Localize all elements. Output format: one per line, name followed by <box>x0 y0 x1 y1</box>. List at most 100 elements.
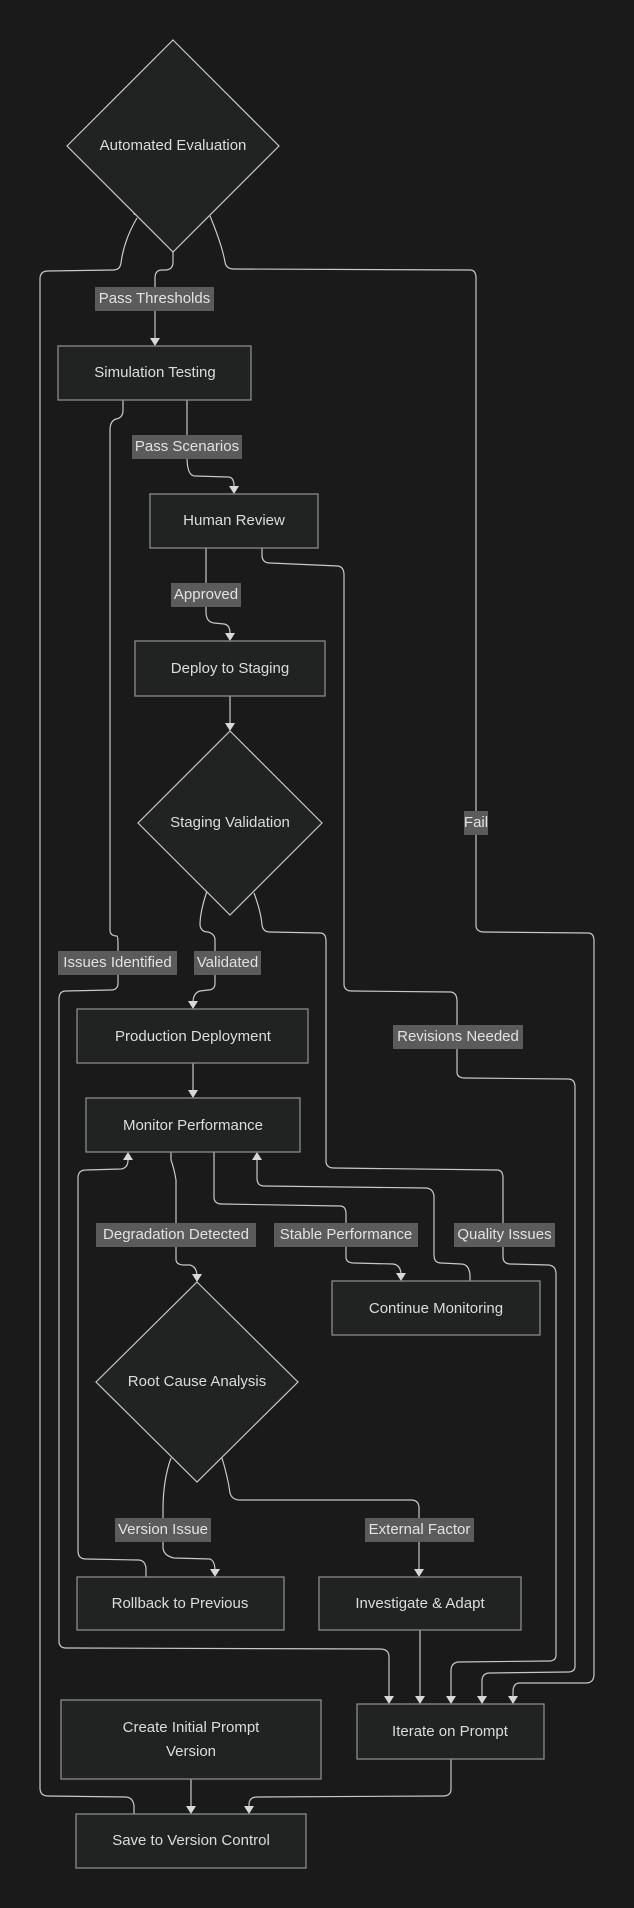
edge-approved <box>205 548 231 635</box>
decision-diamond <box>95 1281 299 1483</box>
node-human-review[interactable]: Human Review <box>149 493 319 549</box>
label-text: Stable Performance <box>280 1226 413 1243</box>
label-text: Quality Issues <box>457 1226 551 1243</box>
process-box <box>60 1699 322 1780</box>
process-box <box>149 493 319 549</box>
edge-save-to-auto-eval <box>39 217 138 1814</box>
arrowhead <box>252 1152 262 1160</box>
label-background <box>96 1223 256 1247</box>
label-background <box>194 951 261 975</box>
nodes-layer: Automated Evaluation Simulation Testing … <box>57 39 545 1869</box>
node-rollback-to-previous[interactable]: Rollback to Previous <box>76 1576 285 1631</box>
node-deploy-to-staging[interactable]: Deploy to Staging <box>134 640 326 697</box>
edge-label-degradation-detected: Degradation Detected <box>96 1223 256 1247</box>
arrowhead <box>188 1001 198 1009</box>
node-label: Root Cause Analysis <box>128 1373 266 1390</box>
decision-diamond <box>66 39 280 253</box>
node-production-deployment[interactable]: Production Deployment <box>76 1008 309 1064</box>
label-text: Degradation Detected <box>103 1226 249 1243</box>
process-box <box>331 1280 541 1336</box>
arrowhead <box>415 1696 425 1704</box>
arrowhead <box>210 1569 220 1577</box>
process-box <box>75 1813 307 1869</box>
edge-label-approved: Approved <box>171 583 241 607</box>
edge-label-validated: Validated <box>194 951 261 975</box>
arrowhead <box>396 1273 406 1281</box>
arrowhead <box>150 338 160 346</box>
arrowhead <box>384 1696 394 1704</box>
label-text: Version Issue <box>118 1521 208 1538</box>
label-background <box>95 287 214 311</box>
label-background <box>58 951 177 975</box>
node-label-line-1: Create Initial Prompt <box>123 1719 261 1736</box>
edge-rollback-to-monitor <box>77 1158 147 1577</box>
label-background <box>132 435 242 459</box>
node-iterate-on-prompt[interactable]: Iterate on Prompt <box>356 1703 545 1760</box>
process-box <box>356 1703 545 1760</box>
node-automated-evaluation[interactable]: Automated Evaluation <box>66 39 280 253</box>
edge-label-pass-scenarios: Pass Scenarios <box>132 435 242 459</box>
process-box <box>85 1097 301 1153</box>
edge-label-version-issue: Version Issue <box>115 1518 211 1542</box>
node-label-line-2: Version <box>166 1743 216 1760</box>
node-label: Rollback to Previous <box>112 1595 249 1612</box>
label-background <box>365 1518 474 1542</box>
node-staging-validation[interactable]: Staging Validation <box>137 730 323 916</box>
edge-external-factor <box>221 1457 420 1571</box>
label-text: External Factor <box>369 1521 471 1538</box>
arrowhead <box>229 486 239 494</box>
process-box <box>76 1576 285 1631</box>
node-label: Investigate & Adapt <box>355 1595 485 1612</box>
edge-label-fail: Fail <box>464 811 488 835</box>
node-label: Iterate on Prompt <box>392 1723 509 1740</box>
label-text: Revisions Needed <box>397 1028 519 1045</box>
edge-quality-issues <box>253 892 557 1698</box>
node-root-cause-analysis[interactable]: Root Cause Analysis <box>95 1281 299 1483</box>
process-box <box>134 640 326 697</box>
arrowhead <box>508 1696 518 1704</box>
node-save-to-version-control[interactable]: Save to Version Control <box>75 1813 307 1869</box>
edge-sim-to-human <box>186 400 235 488</box>
edge-label-pass-thresholds: Pass Thresholds <box>95 287 214 311</box>
arrowhead <box>188 1090 198 1098</box>
label-text: Pass Scenarios <box>135 438 239 455</box>
edge-validated <box>192 890 216 1004</box>
node-label: Staging Validation <box>170 814 290 831</box>
arrowhead <box>414 1569 424 1577</box>
decision-diamond <box>137 730 323 916</box>
node-label: Automated Evaluation <box>100 137 247 154</box>
process-box <box>76 1008 309 1064</box>
edge-auto-eval-to-sim-test <box>154 252 174 340</box>
edge-continue-to-monitor <box>256 1158 471 1281</box>
node-label: Deploy to Staging <box>171 660 289 677</box>
node-create-initial-prompt-version[interactable]: Create Initial Prompt Version <box>60 1699 322 1780</box>
edge-labels-layer: Pass Thresholds Fail Pass Scenarios Issu… <box>58 287 555 1542</box>
node-label: Continue Monitoring <box>369 1300 503 1317</box>
label-background <box>454 1223 555 1247</box>
node-monitor-performance[interactable]: Monitor Performance <box>85 1097 301 1153</box>
arrowhead <box>192 1274 202 1282</box>
edge-label-stable-performance: Stable Performance <box>274 1223 418 1247</box>
arrowhead <box>244 1806 254 1814</box>
edge-label-quality-issues: Quality Issues <box>454 1223 555 1247</box>
label-background <box>115 1518 211 1542</box>
label-background <box>171 583 241 607</box>
edge-label-issues-identified: Issues Identified <box>58 951 177 975</box>
edge-label-external-factor: External Factor <box>365 1518 474 1542</box>
label-text: Issues Identified <box>63 954 171 971</box>
label-text: Validated <box>197 954 258 971</box>
node-continue-monitoring[interactable]: Continue Monitoring <box>331 1280 541 1336</box>
arrowhead <box>225 633 235 641</box>
node-investigate-and-adapt[interactable]: Investigate & Adapt <box>318 1576 522 1631</box>
arrowhead <box>186 1806 196 1814</box>
node-label: Monitor Performance <box>123 1117 263 1134</box>
arrowhead <box>477 1696 487 1704</box>
label-text: Approved <box>174 586 238 603</box>
edge-version-issue <box>162 1457 216 1572</box>
edge-issues-identified <box>58 400 390 1698</box>
node-label: Simulation Testing <box>94 364 215 381</box>
label-text: Pass Thresholds <box>99 290 210 307</box>
node-simulation-testing[interactable]: Simulation Testing <box>57 345 252 401</box>
arrowhead <box>123 1152 133 1160</box>
node-label: Production Deployment <box>115 1028 272 1045</box>
